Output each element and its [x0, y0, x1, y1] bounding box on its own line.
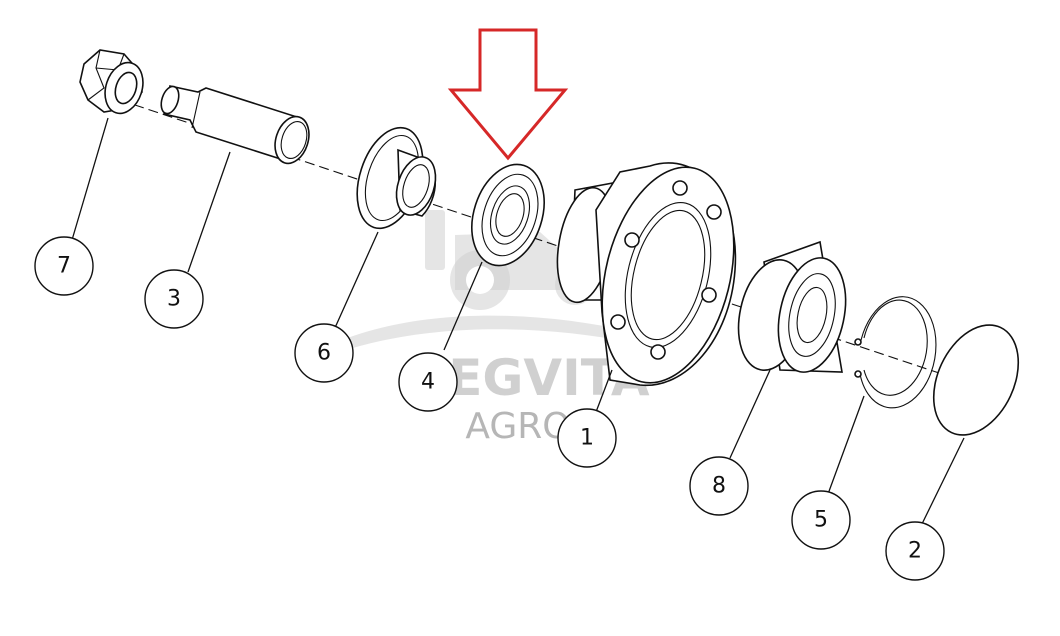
highlight-arrow	[447, 28, 569, 161]
callout-5: 5	[791, 490, 851, 550]
callout-2: 2	[885, 521, 945, 581]
callout-label-4: 4	[421, 370, 435, 395]
callout-label-6: 6	[317, 341, 331, 366]
callout-label-8: 8	[712, 474, 726, 499]
callout-8: 8	[689, 456, 749, 516]
callout-1: 1	[557, 408, 617, 468]
leader-lines	[71, 117, 965, 529]
callout-4: 4	[398, 352, 458, 412]
callout-label-5: 5	[814, 508, 828, 533]
flanged-bushing	[356, 126, 437, 230]
hex-nut	[79, 49, 144, 115]
callout-label-3: 3	[167, 287, 181, 312]
callout-label-1: 1	[580, 426, 594, 451]
watermark-subbrand: AGRO	[465, 406, 570, 447]
callout-7: 7	[34, 236, 94, 296]
wheel-hub	[556, 162, 737, 387]
large-bearing	[737, 240, 847, 373]
callout-label-2: 2	[908, 539, 922, 564]
callout-label-7: 7	[57, 254, 71, 279]
cap-disc	[932, 324, 1020, 436]
callout-6: 6	[294, 323, 354, 383]
callout-3: 3	[144, 269, 204, 329]
small-bearing	[471, 163, 545, 267]
shaft-pin	[160, 85, 310, 165]
snap-ring	[854, 296, 937, 409]
